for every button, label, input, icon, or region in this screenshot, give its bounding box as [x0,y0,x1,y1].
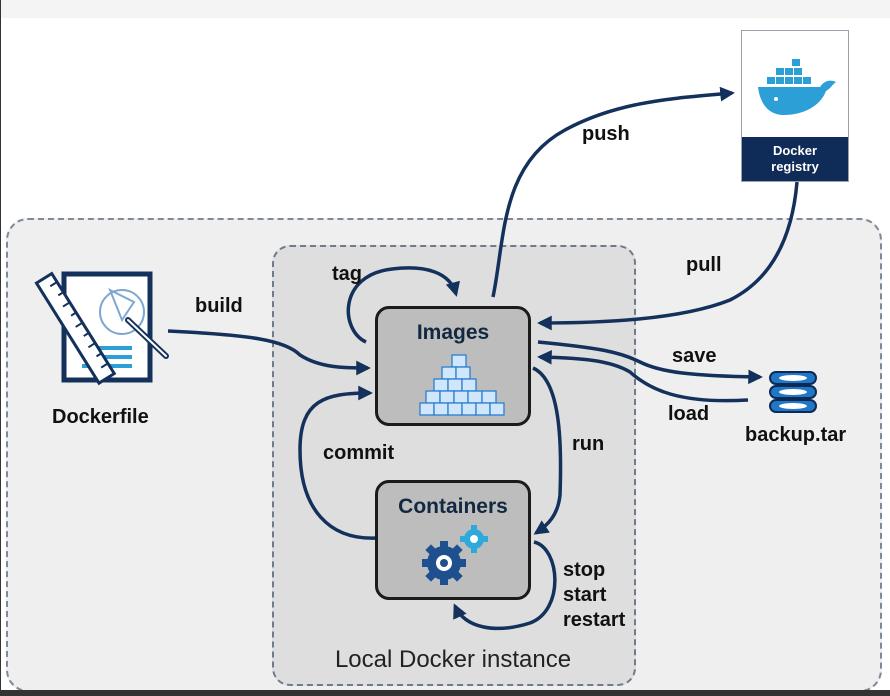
build-label: build [195,295,243,317]
database-icon [769,371,817,413]
window-top-strip [0,0,890,18]
dockerfile-label: Dockerfile [52,406,149,428]
build-arrow [167,329,371,376]
registry-label-line-1: Docker [772,143,818,158]
gears-icon [422,525,488,585]
push-label: push [582,123,630,145]
pull-label: pull [686,254,722,276]
push-arrow [491,86,735,298]
dockerfile-icon [34,271,169,386]
commit-arrow [298,385,377,540]
start-label: start [563,584,607,606]
local-docker-instance-label: Local Docker instance [334,646,572,673]
backup-tar-label: backup.tar [745,424,847,446]
commit-label: commit [323,442,395,464]
images-box: Images [375,306,531,426]
load-arrow [537,349,749,403]
save-label: save [672,345,717,367]
tag-arrow [346,266,460,344]
lifecycle-labels: stop start restart [563,558,625,633]
save-arrow [537,340,763,385]
window-left-edge [0,0,1,696]
load-label: load [668,403,710,425]
registry-label-line-2: registry [771,159,819,174]
docker-whale-icon [758,59,836,115]
run-label: run [572,433,605,455]
containers-title: Containers [398,495,508,518]
window-bottom-edge [0,690,890,696]
docker-registry-card: Docker registry [741,30,849,182]
containers-box: Containers [375,480,531,600]
tag-label: tag [332,263,362,285]
images-title: Images [416,321,490,344]
pull-arrow [537,181,799,331]
lifecycle-loop-arrow [453,540,557,631]
restart-label: restart [563,609,626,631]
stop-label: stop [563,559,606,581]
run-arrow [532,366,563,535]
image-layers-icon [419,354,505,416]
docker-registry-label: Docker registry [742,137,848,181]
